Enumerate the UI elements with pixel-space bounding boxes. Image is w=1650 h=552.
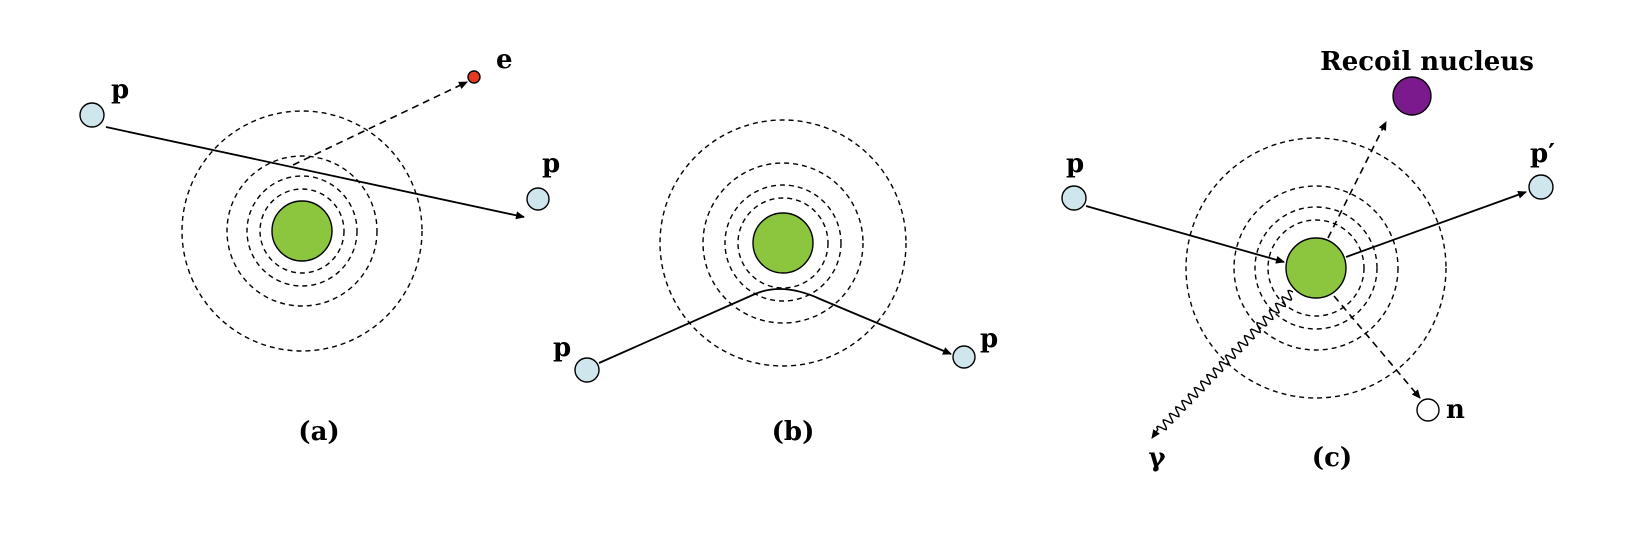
outgoing-proton-track-c (1345, 190, 1527, 258)
panel-c: p p′ Recoil nucleus n γ (c) (1061, 47, 1555, 473)
gamma-ray-track-c (1151, 289, 1294, 439)
electron-label-a: e (496, 45, 513, 75)
recoil-nucleus-label: Recoil nucleus (1320, 47, 1534, 77)
outgoing-proton-label-b: p (980, 324, 998, 354)
panel-b: p p (b) (553, 119, 998, 447)
electron-shells-a (181, 110, 423, 352)
electron-shells-b (659, 119, 907, 367)
caption-b: (b) (772, 417, 815, 447)
outgoing-proton-label-c: p′ (1530, 139, 1555, 169)
proton-track-a (105, 126, 525, 220)
recoil-nucleus (1392, 76, 1432, 116)
nucleus-b (752, 212, 814, 274)
incoming-proton-label-b: p (553, 333, 571, 363)
panel-a: p p e (a) (79, 45, 560, 447)
outgoing-proton-label-a: p (542, 149, 560, 179)
outgoing-proton-a (526, 187, 550, 211)
nucleus-c (1285, 237, 1347, 299)
electron-shells-c (1185, 137, 1447, 399)
outgoing-proton-c (1528, 174, 1554, 200)
ejected-electron-a (467, 70, 481, 84)
incoming-proton-c (1061, 185, 1087, 211)
incoming-proton-a (79, 102, 105, 128)
neutron-label: n (1446, 395, 1465, 425)
neutron (1416, 398, 1440, 422)
incoming-proton-label-c: p (1066, 149, 1084, 179)
deflected-proton-track-b (598, 288, 952, 364)
ejected-electron-track-a (292, 81, 468, 166)
gamma-label: γ (1148, 443, 1166, 473)
outgoing-proton-b (952, 345, 976, 369)
caption-c: (c) (1312, 443, 1352, 473)
incoming-proton-track-c (1085, 205, 1285, 264)
recoil-nucleus-track-c (1327, 121, 1387, 239)
incoming-proton-label-a: p (111, 75, 129, 105)
incoming-proton-b (574, 357, 600, 383)
neutron-track-c (1333, 295, 1421, 399)
caption-a: (a) (298, 417, 339, 447)
nucleus-a (271, 200, 333, 262)
